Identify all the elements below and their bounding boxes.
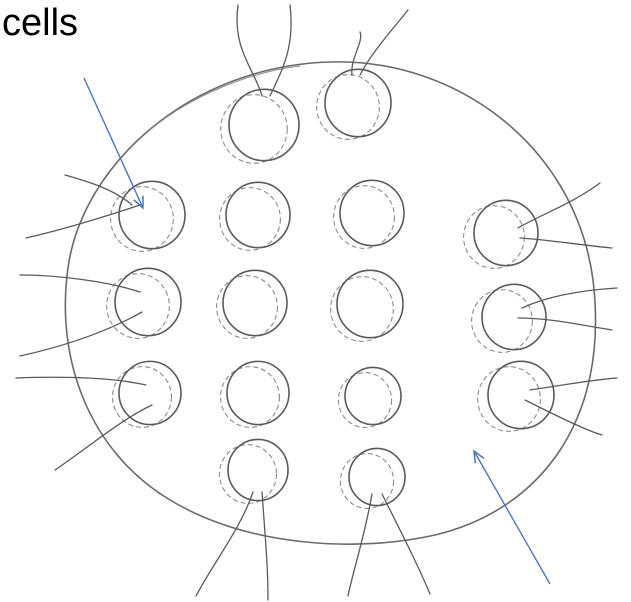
cell [225,181,291,249]
cell-protrusion [524,399,603,436]
cell-shadow-outline [339,453,395,509]
cell-protrusion [517,317,613,331]
cell-group [15,4,618,601]
cell [348,447,406,507]
cell-protrusion [269,4,292,97]
cell [226,360,290,426]
outer-boundary-retrace [149,65,301,131]
cell-shadow-outline [216,275,278,339]
cell-protrusion [54,404,153,471]
cell-protrusion [351,31,362,76]
cell [114,267,182,337]
cell-shadow-outline [337,372,393,428]
cell-shadow-outline [330,276,394,342]
cell [118,360,182,426]
cell-protrusion [64,174,133,206]
cell-protrusion [529,377,618,391]
cell [324,68,392,138]
cell-shadow-outline [112,366,173,428]
cell-protrusion [236,4,263,97]
cell-shadow-outline [471,289,533,353]
cell-protrusion [195,491,254,597]
cell-shadow-outline [477,366,541,432]
cell-protrusion [517,182,601,229]
cells-label: cells [2,2,79,44]
cell-shadow-outline [220,94,288,164]
cell-shadow-outline [463,205,525,269]
interior-pointer-arrow [474,451,551,585]
cell-protrusion [519,237,613,249]
cell [227,438,289,502]
cell [336,269,404,339]
cell-shadow-outline [219,187,281,251]
cell-protrusion [521,287,618,309]
cell-protrusion [261,491,269,601]
cell-shadow-outline [218,444,278,504]
cell [228,88,300,162]
cell [344,366,402,426]
cell [481,283,547,351]
cell-shadow-outline [106,273,170,339]
cell-shadow-outline [110,186,174,252]
cell-shadow-outline [220,366,281,428]
cell-protrusion [359,9,409,76]
cell [222,269,288,337]
cell [118,180,186,250]
cell [339,179,405,247]
cell [473,199,539,267]
cell-shadow-outline [333,185,395,249]
cell-protrusion [15,376,147,386]
cell-protrusion [19,311,143,357]
cell-protrusion [381,493,431,595]
outer-boundary [64,61,597,545]
cells-pointer-arrow [83,77,143,208]
cell-protrusion [347,493,373,597]
cell-protrusion [19,274,141,293]
cell-protrusion [25,204,141,239]
cell [487,360,555,430]
cell-shadow-outline [316,74,380,140]
